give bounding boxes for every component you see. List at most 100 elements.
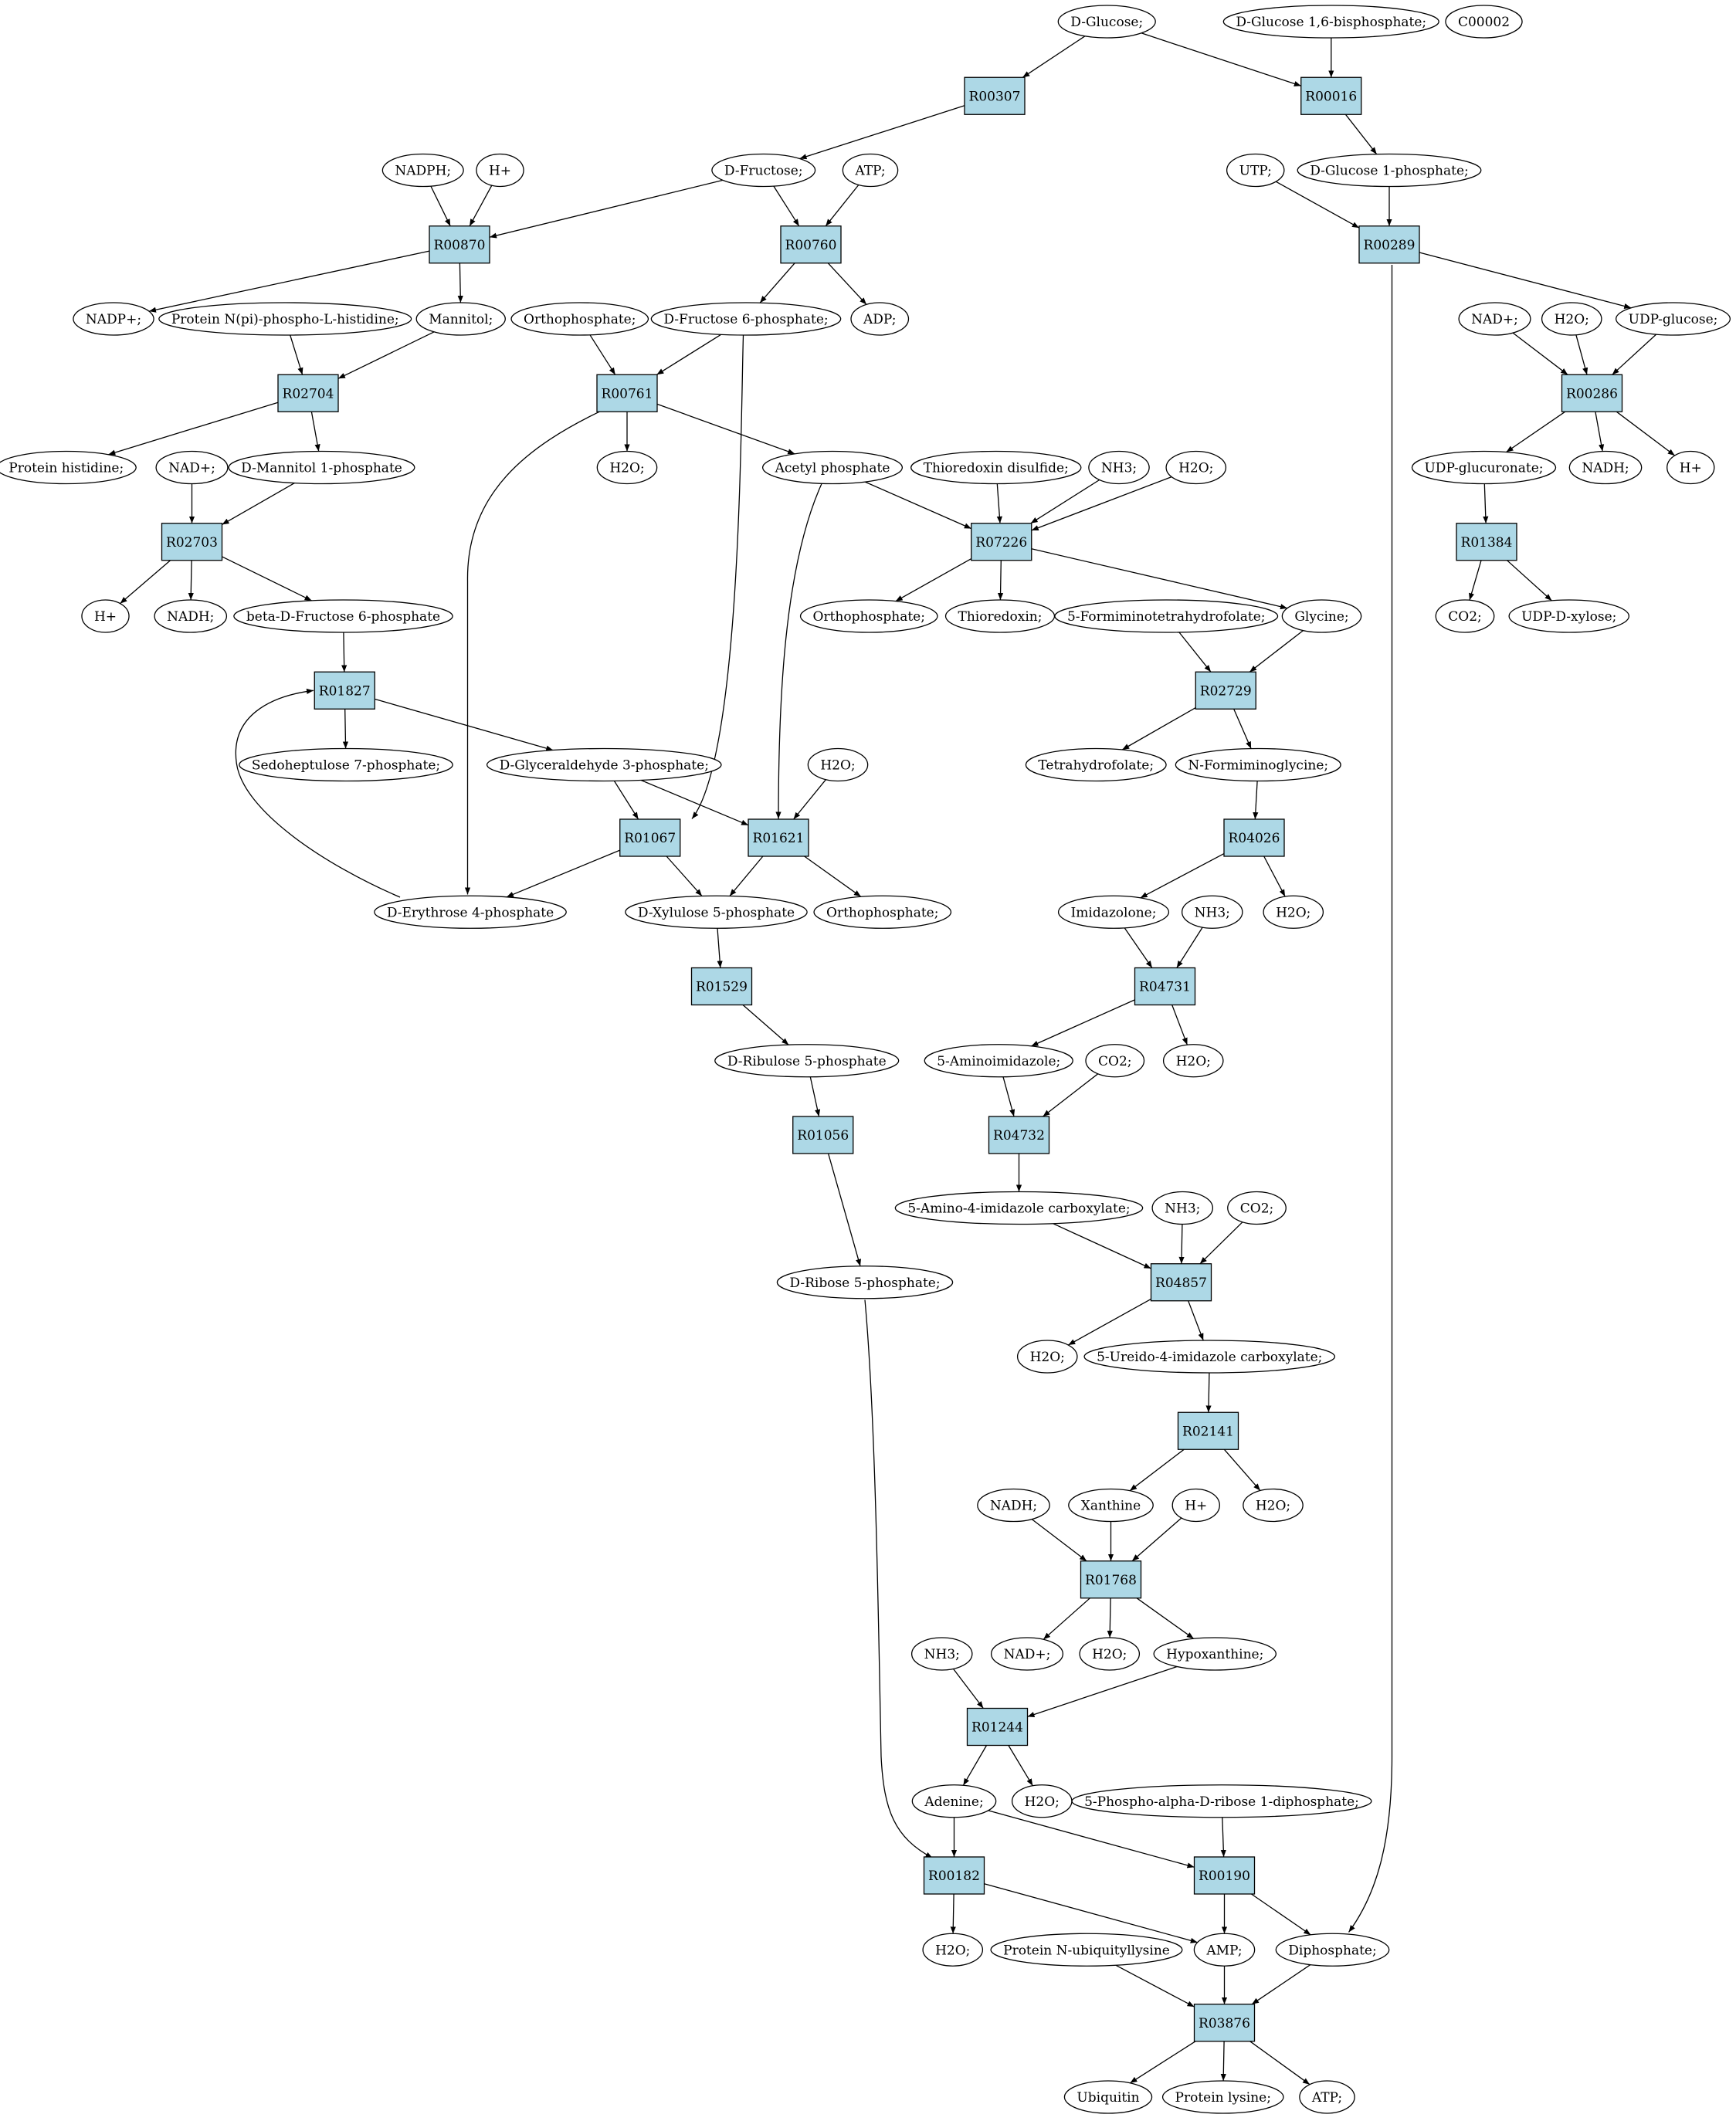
node-label: H+ <box>1680 461 1702 476</box>
edge-r_R01827-to-n_s7p <box>342 709 349 749</box>
metabolite-ellipse <box>1165 450 1227 485</box>
node-label: R00307 <box>969 89 1021 104</box>
reaction-node-r_R01056: R01056 <box>792 1116 854 1154</box>
metabolite-ellipse <box>990 1637 1064 1671</box>
edge-r_R01621-to-n_ortho_3 <box>804 856 862 897</box>
metabolite-ellipse <box>1445 5 1523 39</box>
node-label: Sedoheptulose 7-phosphate; <box>252 758 440 774</box>
reaction-box <box>1134 967 1196 1006</box>
edge-n_nh3_1-to-r_R07226 <box>1030 479 1100 524</box>
reaction-node-r_R02703: R02703 <box>161 523 223 561</box>
metabolite-ellipse <box>714 1044 900 1078</box>
metabolite-ellipse <box>1068 1488 1154 1523</box>
metabolite-node-n_h2o_3: H2O; <box>1165 450 1227 485</box>
node-label: R01244 <box>971 1720 1023 1736</box>
edge-r_R01067-to-n_e4p <box>506 849 621 898</box>
edge-r_R07226-to-n_trx <box>997 560 1004 601</box>
reaction-node-r_R01621: R01621 <box>748 818 809 857</box>
metabolite-ellipse <box>1435 599 1495 633</box>
metabolite-ellipse <box>850 302 910 336</box>
node-label: R00870 <box>434 238 486 253</box>
reaction-box <box>1193 1856 1256 1895</box>
node-label: Ubiquitin <box>1077 2090 1139 2106</box>
metabolite-ellipse <box>1171 1488 1220 1523</box>
metabolite-node-n_f6p: D-Fructose 6-phosphate; <box>650 302 842 336</box>
node-label: H2O; <box>1176 1054 1211 1069</box>
node-label: D-Ribulose 5-phosphate <box>727 1054 887 1069</box>
metabolite-ellipse <box>922 1933 984 1967</box>
metabolite-ellipse <box>1054 599 1279 633</box>
metabolite-node-n_prothis: Protein histidine; <box>0 450 137 485</box>
edge-r_R02729-to-n_thf <box>1121 707 1196 750</box>
node-label: D-Glucose 1,6-bisphosphate; <box>1236 15 1426 30</box>
metabolite-node-n_s7p: Sedoheptulose 7-phosphate; <box>239 747 453 782</box>
metabolite-ellipse <box>894 1191 1144 1225</box>
metabolite-node-n_hplus_3: H+ <box>81 599 130 633</box>
node-label: Thioredoxin; <box>958 609 1043 625</box>
edge-r_R00761-to-n_acp <box>656 403 795 455</box>
edge-r_R01827-to-n_g3p <box>375 698 554 751</box>
reaction-box <box>1561 374 1623 412</box>
reaction-box <box>690 967 753 1006</box>
edge-n_formthf-to-r_R02729 <box>1178 632 1212 673</box>
metabolite-node-n_uicarb: 5-Ureido-4-imidazole carboxylate; <box>1083 1340 1336 1374</box>
metabolite-node-n_protubl: Protein N-ubiquityllysine <box>990 1933 1183 1967</box>
node-label: Protein N(pi)-phospho-L-histidine; <box>171 312 399 327</box>
edge-n_hplus_4-to-r_R01768 <box>1131 1517 1182 1562</box>
edge-r_R01621-to-n_x5p <box>729 856 764 896</box>
node-label: R01384 <box>1461 535 1513 551</box>
reaction-box <box>1456 523 1517 561</box>
edge-r_R00286-to-n_udpgla <box>1506 411 1565 453</box>
reaction-box <box>1358 225 1420 264</box>
reaction-box <box>161 523 223 561</box>
edge-n_protnpi-to-r_R02704 <box>290 334 303 375</box>
metabolite-ellipse <box>990 1933 1183 1967</box>
metabolite-ellipse <box>486 747 722 782</box>
metabolite-ellipse <box>1057 5 1156 39</box>
metabolite-node-n_nad_3: NAD+; <box>990 1637 1064 1671</box>
metabolite-ellipse <box>415 302 506 336</box>
metabolite-node-n_nadph: NADPH; <box>381 153 464 188</box>
reaction-node-r_R01768: R01768 <box>1080 1560 1142 1599</box>
metabolite-node-n_ubiquitin: Ubiquitin <box>1063 2080 1153 2114</box>
edge-n_mannitol-to-r_R02704 <box>337 331 435 379</box>
edge-n_glycine-to-r_R02729 <box>1249 630 1304 673</box>
node-label: Protein N-ubiquityllysine <box>1003 1943 1170 1958</box>
edge-r_R04857-to-n_h2o_7 <box>1067 1298 1151 1346</box>
node-label: H2O; <box>1030 1350 1065 1365</box>
metabolite-ellipse <box>476 153 524 188</box>
metabolite-ellipse <box>1071 1784 1372 1818</box>
reaction-box <box>792 1116 854 1154</box>
reaction-box <box>1223 818 1285 857</box>
edge-r_R01768-to-n_hypox <box>1136 1598 1195 1639</box>
metabolite-ellipse <box>910 450 1082 485</box>
reaction-node-r_R04857: R04857 <box>1150 1263 1212 1302</box>
edge-n_nadh_3-to-r_R01768 <box>1031 1519 1087 1562</box>
metabolite-ellipse <box>1151 1191 1214 1225</box>
reaction-box <box>966 1707 1029 1747</box>
edge-r_R02703-to-n_hplus_3 <box>120 560 171 605</box>
edge-n_nadph-to-r_R00870 <box>430 185 451 227</box>
metabolite-node-n_nh3_3: NH3; <box>1151 1191 1214 1225</box>
metabolite-node-n_nadp: NADP+; <box>73 302 154 336</box>
node-label: Diphosphate; <box>1288 1943 1376 1958</box>
reaction-node-r_R01384: R01384 <box>1456 523 1517 561</box>
edge-r_R00289-to-n_ppi <box>1348 265 1393 1933</box>
reaction-node-r_R00190: R00190 <box>1193 1856 1256 1895</box>
node-label: beta-D-Fructose 6-phosphate <box>246 609 440 625</box>
metabolite-ellipse <box>910 1637 973 1671</box>
reaction-node-r_R00761: R00761 <box>596 374 658 412</box>
metabolite-ellipse <box>1153 1637 1277 1671</box>
edge-n_co2_3-to-r_R04857 <box>1199 1221 1243 1265</box>
node-label: D-Xylulose 5-phosphate <box>638 905 795 920</box>
edge-r_R03876-to-n_atp_2 <box>1249 2041 1310 2085</box>
reaction-node-r_R04732: R04732 <box>988 1116 1050 1154</box>
node-label: H+ <box>489 164 511 179</box>
metabolite-node-n_c00002: C00002 <box>1445 5 1523 39</box>
edge-n_atp_1-to-r_R00760 <box>825 185 860 227</box>
metabolite-ellipse <box>233 599 453 633</box>
edge-r_R01067-to-n_x5p <box>666 856 703 896</box>
edge-n_f6p-to-r_R00761 <box>656 334 721 375</box>
edge-n_udpglc-to-r_R00286 <box>1612 334 1657 375</box>
node-label: H2O; <box>1025 1794 1060 1810</box>
